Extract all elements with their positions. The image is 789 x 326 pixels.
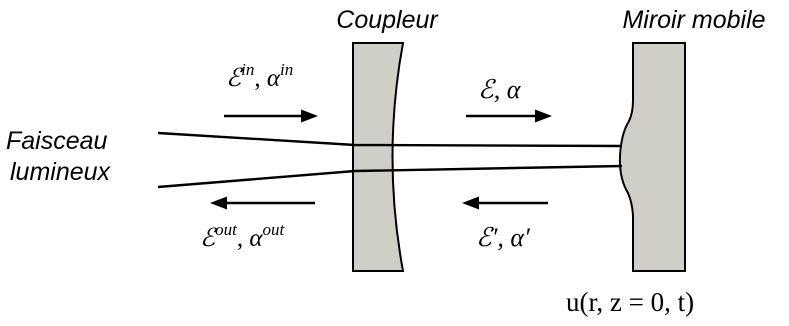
- arrow-in: [224, 109, 318, 123]
- alpha-out-sup: out: [263, 220, 286, 239]
- field-intra-label: ℰ, α: [478, 75, 522, 104]
- field-in-sep: ,: [254, 65, 267, 92]
- arrow-back: [462, 196, 548, 210]
- movable-mirror: [618, 42, 686, 272]
- field-out-symbol: ℰ: [200, 225, 218, 252]
- alpha-out-symbol: α: [249, 225, 263, 252]
- beam-lower-ray: [157, 164, 623, 189]
- beam-label-line2: lumineux: [10, 158, 112, 186]
- displacement-label: u(r, z = 0, t): [566, 287, 694, 317]
- field-out-sup: out: [215, 220, 238, 239]
- arrow-intra: [466, 109, 552, 123]
- coupler-mirror: [352, 42, 405, 272]
- beam-label-line1: Faisceau: [6, 127, 108, 155]
- alpha-in-sup: in: [280, 60, 293, 79]
- alpha-in-symbol: α: [267, 65, 281, 92]
- arrow-out: [210, 196, 315, 210]
- field-in-symbol: ℰ: [226, 65, 244, 92]
- field-out-sep: ,: [237, 225, 250, 252]
- coupler-label: Coupleur: [336, 6, 439, 34]
- mirror-label: Miroir mobile: [622, 6, 765, 34]
- field-in-sup: in: [241, 60, 254, 79]
- beam-upper-ray: [157, 131, 623, 148]
- field-back-label: ℰ′, α′: [476, 223, 530, 252]
- field-out-label: ℰout, αout: [200, 220, 286, 252]
- field-in-label: ℰin, αin: [226, 60, 293, 92]
